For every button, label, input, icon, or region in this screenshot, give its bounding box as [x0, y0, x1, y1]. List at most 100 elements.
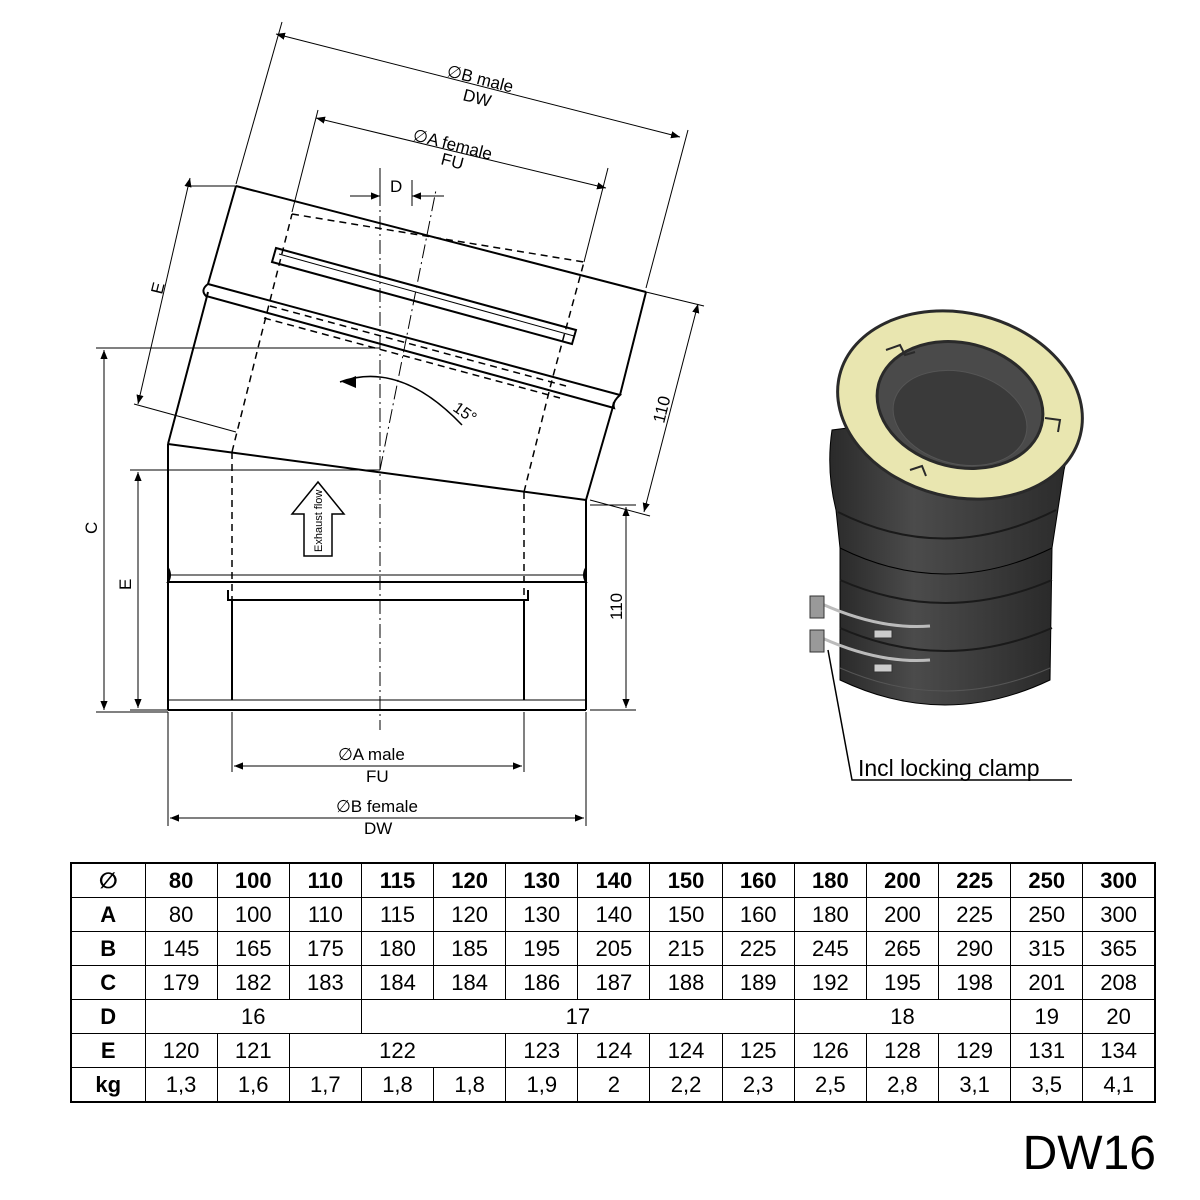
- row-label: C: [70, 965, 146, 1000]
- table-cell: 122: [288, 1033, 507, 1068]
- table-header-cell: 80: [144, 862, 218, 898]
- table-header-cell: 140: [577, 862, 651, 898]
- dim-110-upper: [589, 291, 705, 517]
- table-cell: 16: [144, 999, 362, 1034]
- table-cell: 120: [144, 1033, 218, 1068]
- dim-b-male: [235, 21, 689, 289]
- table-cell: 3,5: [1010, 1067, 1084, 1103]
- table-cell: 134: [1082, 1033, 1156, 1068]
- table-cell: 290: [938, 931, 1012, 966]
- table-header-cell: 160: [721, 862, 795, 898]
- dimension-table: ∅ 80 100 110 115 120 130 140 150 160 180…: [70, 862, 1156, 1103]
- clamp-latch-icon-2: [809, 629, 825, 653]
- table-header-row: ∅ 80 100 110 115 120 130 140 150 160 180…: [70, 862, 1156, 898]
- table-cell: 184: [360, 965, 435, 1000]
- table-cell: 80: [144, 897, 218, 932]
- table-cell: 200: [865, 897, 940, 932]
- table-cell: 120: [433, 897, 507, 932]
- table-cell: 208: [1082, 965, 1156, 1000]
- row-label: kg: [70, 1067, 146, 1103]
- table-cell: 198: [938, 965, 1012, 1000]
- table-cell: 130: [505, 897, 579, 932]
- elbow-outline: [166, 185, 647, 711]
- table-cell: 129: [938, 1033, 1012, 1068]
- table-cell: 1,7: [288, 1067, 362, 1103]
- table-cell: 184: [433, 965, 507, 1000]
- table-cell: 2,5: [793, 1067, 867, 1103]
- table-cell: 185: [433, 931, 507, 966]
- table-cell: 125: [721, 1033, 795, 1068]
- table-cell: 140: [577, 897, 651, 932]
- dim-c: [96, 347, 380, 713]
- table-cell: 2: [577, 1067, 651, 1103]
- hidden-lines: [231, 213, 585, 600]
- table-cell: 1,3: [144, 1067, 218, 1103]
- table-cell: 315: [1010, 931, 1084, 966]
- table-cell: 100: [216, 897, 290, 932]
- table-cell: 110: [288, 897, 362, 932]
- table-cell: 165: [216, 931, 290, 966]
- table-cell: 115: [360, 897, 435, 932]
- table-row-c: C 179 182 183 184 184 186 187 188 189 19…: [70, 965, 1156, 1000]
- table-cell: 265: [865, 931, 940, 966]
- dim-a-male: [231, 712, 525, 772]
- locking-clamp-icon: [821, 602, 931, 662]
- table-header-cell: 120: [433, 862, 507, 898]
- table-cell: 160: [721, 897, 795, 932]
- d-label: D: [390, 177, 402, 196]
- table-cell: 250: [1010, 897, 1084, 932]
- table-cell: 365: [1082, 931, 1156, 966]
- e-upper-label: E: [147, 280, 168, 296]
- table-cell: 182: [216, 965, 290, 1000]
- table-header-cell: ∅: [70, 862, 146, 898]
- table-cell: 145: [144, 931, 218, 966]
- table-row-d: D 16 17 18 19 20: [70, 999, 1156, 1034]
- angle-arrow-icon: [342, 376, 356, 388]
- exhaust-flow-label: Exhaust flow: [313, 490, 325, 552]
- table-cell: 20: [1082, 999, 1156, 1034]
- dim-d: [350, 180, 444, 206]
- product-render: [809, 309, 1084, 706]
- table-cell: 3,1: [938, 1067, 1012, 1103]
- table-cell: 4,1: [1082, 1067, 1156, 1103]
- table-cell: 201: [1010, 965, 1084, 1000]
- table-cell: 175: [288, 931, 362, 966]
- clamp-label: Incl locking clamp: [858, 755, 1040, 781]
- dim-e-upper: [133, 177, 238, 433]
- table-cell: 19: [1010, 999, 1084, 1034]
- table-cell: 180: [793, 897, 867, 932]
- 110-upper-label: 110: [649, 394, 674, 425]
- table-row-b: B 145 165 175 180 185 195 205 215 225 24…: [70, 931, 1156, 966]
- b-female-label: ∅B female: [336, 797, 418, 816]
- table-cell: 245: [793, 931, 867, 966]
- table-cell: 186: [505, 965, 579, 1000]
- table-header-cell: 180: [793, 862, 867, 898]
- table-cell: 1,9: [505, 1067, 579, 1103]
- table-cell: 124: [577, 1033, 651, 1068]
- dim-e-lower: [130, 469, 380, 711]
- table-cell: 17: [360, 999, 795, 1034]
- angle-arc: [339, 375, 463, 426]
- table-cell: 183: [288, 965, 362, 1000]
- exhaust-flow-arrow: Exhaust flow: [290, 480, 346, 557]
- 110-lower-label: 110: [607, 593, 626, 620]
- row-label: A: [70, 897, 146, 932]
- table-cell: 300: [1082, 897, 1156, 932]
- c-label: C: [82, 522, 101, 534]
- table-cell: 1,8: [360, 1067, 435, 1103]
- table-row-e: E 120 121 122 123 124 124 125 126 128 12…: [70, 1033, 1156, 1068]
- table-cell: 187: [577, 965, 651, 1000]
- table-cell: 2,8: [865, 1067, 940, 1103]
- clamp-latch-icon: [809, 595, 825, 619]
- table-cell: 126: [793, 1033, 867, 1068]
- table-cell: 131: [1010, 1033, 1084, 1068]
- table-row-kg: kg 1,3 1,6 1,7 1,8 1,8 1,9 2 2,2 2,3 2,5…: [70, 1067, 1156, 1103]
- table-header-cell: 110: [288, 862, 362, 898]
- row-label: D: [70, 999, 146, 1034]
- table-header-cell: 130: [505, 862, 579, 898]
- table-cell: 225: [721, 931, 795, 966]
- center-lines: [379, 168, 437, 730]
- table-cell: 192: [793, 965, 867, 1000]
- table-cell: 188: [649, 965, 723, 1000]
- table-cell: 195: [505, 931, 579, 966]
